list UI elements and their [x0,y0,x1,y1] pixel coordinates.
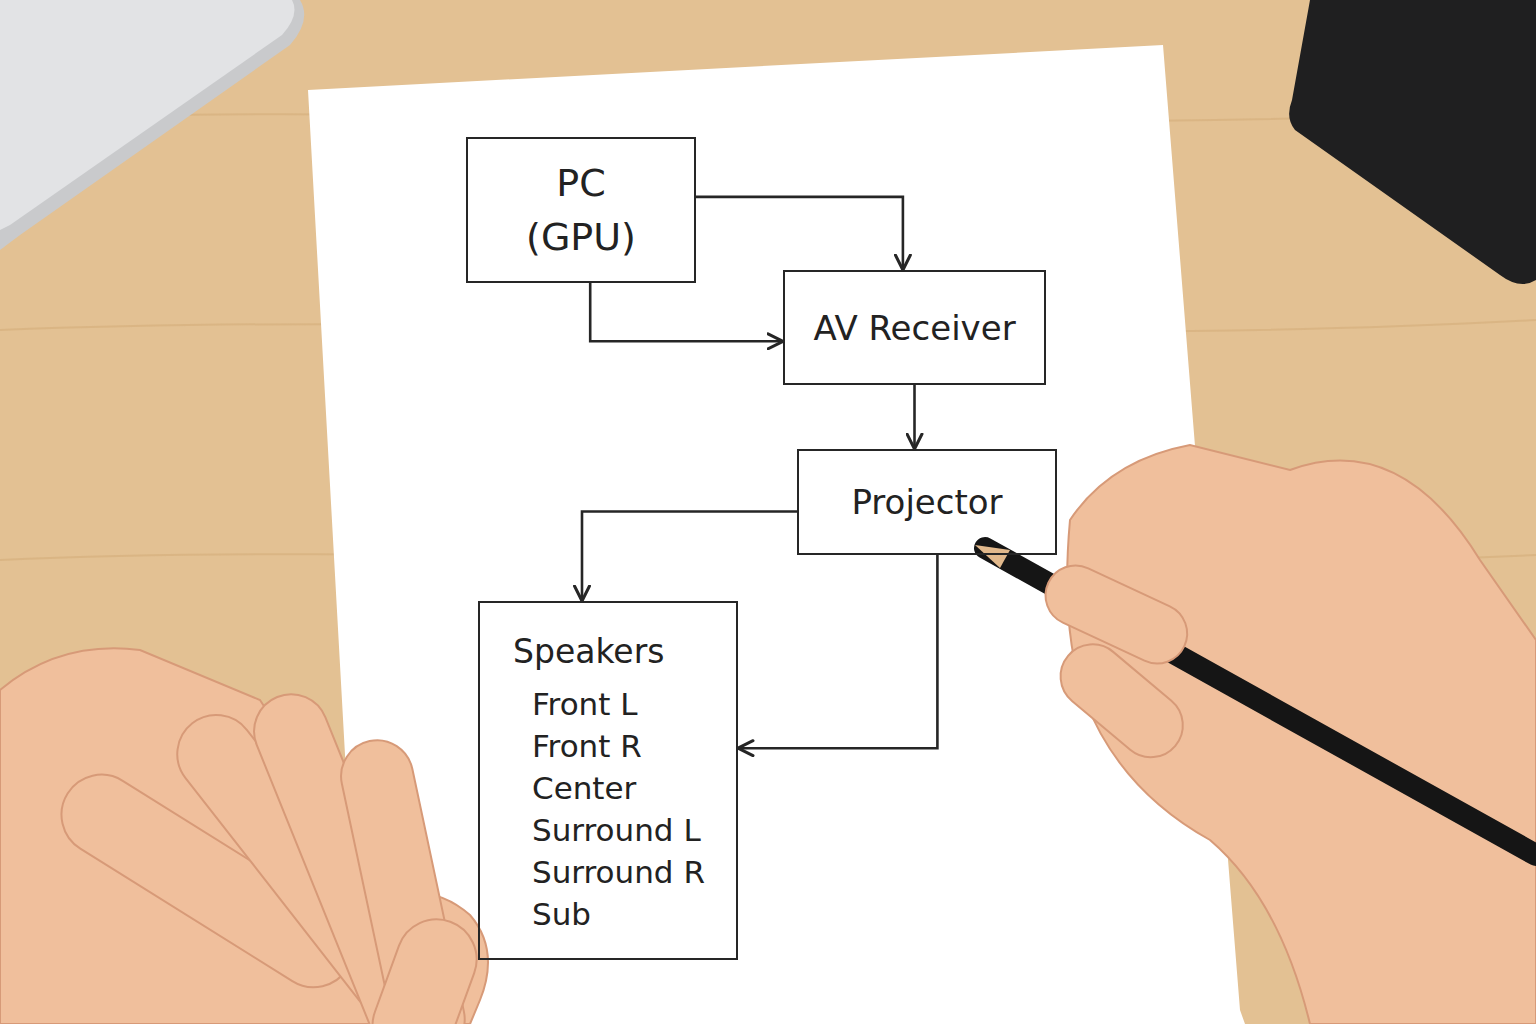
list-item: Sub [532,893,591,935]
box-label: PC (GPU) [514,156,649,264]
speaker-list-box: SpeakersFront LFront RCenterSurround LSu… [478,601,738,960]
list-item: Center [532,767,636,809]
laptop-lid [0,0,294,230]
list-item: Front L [532,683,638,725]
black-device [1289,0,1536,284]
device-box: AV Receiver [783,270,1046,385]
list-item: Surround L [532,809,701,851]
box-label: Projector [851,479,1002,525]
list-item: Front R [532,725,642,767]
right-hand [975,445,1536,1024]
box-label: Speakers [513,631,664,673]
signal-connector [696,197,903,270]
box-label: AV Receiver [813,305,1015,351]
pencil [985,548,1536,855]
laptop-corner [0,0,304,250]
right-finger [1048,631,1196,770]
signal-connector [913,385,916,449]
signal-connector [738,555,937,748]
left-hand [0,648,488,1024]
signal-connector [582,512,797,602]
signal-connector [590,283,783,341]
device-box: PC (GPU) [466,137,696,283]
list-item: Surround R [532,851,705,893]
pencil-tip [975,545,1010,568]
device-box: Projector [797,449,1057,555]
